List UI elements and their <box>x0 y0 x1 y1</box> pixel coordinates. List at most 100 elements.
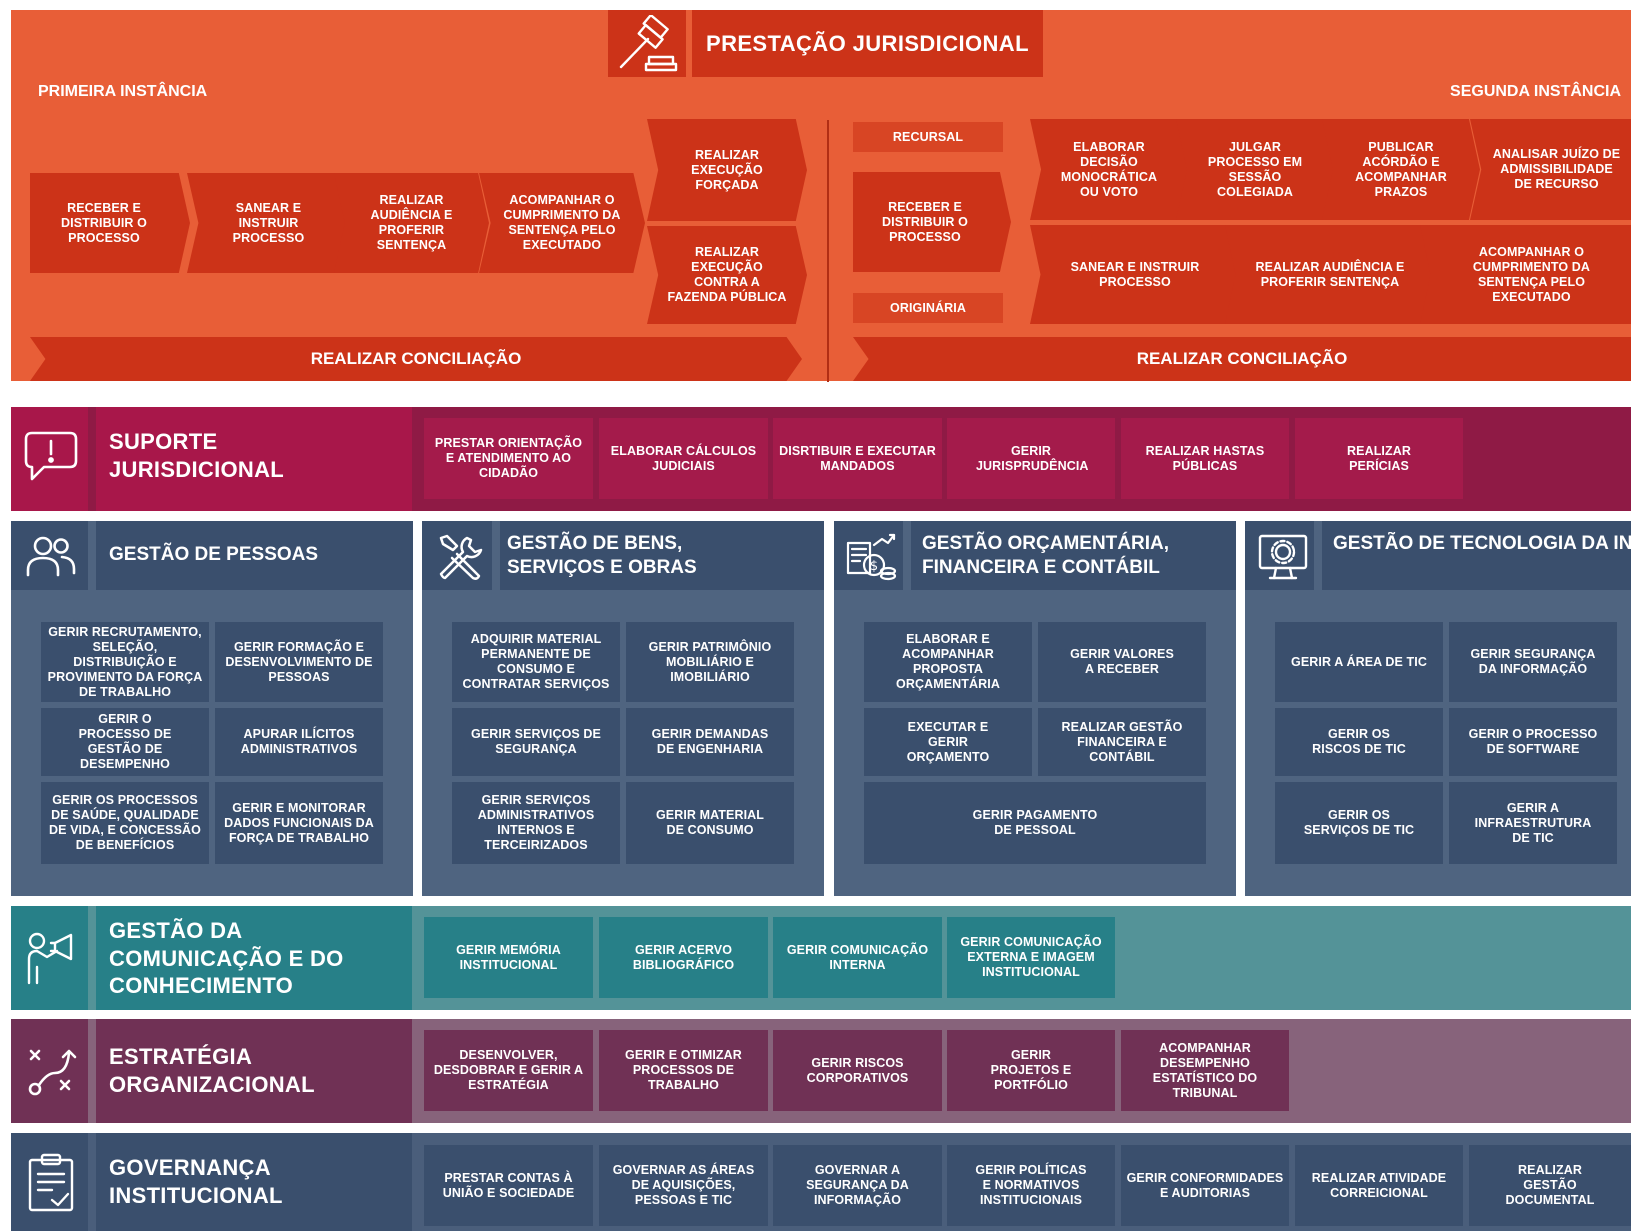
primeira-instancia-label: PRIMEIRA INSTÂNCIA <box>38 83 208 100</box>
process-item[interactable]: GERIR FORMAÇÃO E DESENVOLVIMENTO DE PESS… <box>215 622 383 702</box>
process-item-label: GERIR SEGURANÇA DA INFORMAÇÃO <box>1470 647 1596 676</box>
process-item[interactable]: GERIR E MONITORAR DADOS FUNCIONAIS DA FO… <box>215 782 383 864</box>
process-item-label: GERIR OS PROCESSOS DE SAÚDE, QUALIDADE D… <box>48 793 202 852</box>
process-item[interactable]: ACOMPANHAR DESEMPENHO ESTATÍSTICO DO TRI… <box>1121 1030 1289 1111</box>
chevron-step[interactable]: REALIZAR AUDIÊNCIA E PROFERIR SENTENÇA <box>334 173 489 273</box>
process-item[interactable]: GERIR A INFRAESTRUTURA DE TIC <box>1449 782 1617 864</box>
chevron-step[interactable]: SANEAR E INSTRUIR PROCESSO <box>187 173 350 273</box>
process-item[interactable]: GERIR VALORES A RECEBER <box>1038 622 1206 702</box>
process-item[interactable]: GERIR JURISPRUDÊNCIA <box>947 418 1115 499</box>
chevron-step[interactable]: ELABORAR DECISÃO MONOCRÁTICA OU VOTO <box>1030 119 1188 220</box>
process-item[interactable]: PRESTAR ORIENTAÇÃO E ATENDIMENTO AO CIDA… <box>424 418 593 499</box>
comunicacao-header <box>11 906 412 1010</box>
process-item[interactable]: EXECUTAR E GERIR ORÇAMENTO <box>864 708 1032 776</box>
process-item[interactable]: PRESTAR CONTAS À UNIÃO E SOCIEDADE <box>424 1145 593 1226</box>
process-item[interactable]: DESENVOLVER, DESDOBRAR E GERIR A ESTRATÉ… <box>424 1030 593 1111</box>
process-item-label: DISRTIBUIR E EXECUTAR MANDADOS <box>779 443 936 473</box>
process-item[interactable]: GERIR MATERIAL DE CONSUMO <box>626 782 794 864</box>
process-item[interactable]: GERIR ACERVO BIBLIOGRÁFICO <box>599 917 768 998</box>
process-item-label: GERIR CONFORMIDADES E AUDITORIAS <box>1126 1170 1284 1200</box>
svg-text:$: $ <box>870 559 878 574</box>
process-item[interactable]: GERIR RECRUTAMENTO, SELEÇÃO, DISTRIBUIÇÃ… <box>41 622 209 702</box>
process-item[interactable]: ADQUIRIR MATERIAL PERMANENTE DE CONSUMO … <box>452 622 620 702</box>
process-item[interactable]: GERIR DEMANDAS DE ENGENHARIA <box>626 708 794 776</box>
chevron-step-label: REALIZAR AUDIÊNCIA E PROFERIR SENTENÇA <box>370 193 453 252</box>
process-item[interactable]: GERIR COMUNICAÇÃO INTERNA <box>773 917 942 998</box>
process-item[interactable]: GERIR MEMÓRIA INSTITUCIONAL <box>424 917 593 998</box>
process-item-label: GERIR POLÍTICAS E NORMATIVOS INSTITUCION… <box>975 1163 1087 1207</box>
process-item[interactable]: GERIR O PROCESSO DE GESTÃO DE DESEMPENHO <box>41 708 209 776</box>
process-item-label: ELABORAR CÁLCULOS JUDICIAIS <box>610 443 757 473</box>
process-item[interactable]: GERIR PAGAMENTO DE PESSOAL <box>864 782 1206 864</box>
process-item-label: REALIZAR GESTÃO FINANCEIRA E CONTÁBIL <box>1061 719 1183 764</box>
process-item[interactable]: GERIR OS PROCESSOS DE SAÚDE, QUALIDADE D… <box>41 782 209 864</box>
process-item[interactable]: GERIR SEGURANÇA DA INFORMAÇÃO <box>1449 622 1617 702</box>
process-item[interactable]: REALIZAR ATIVIDADE CORREICIONAL <box>1295 1145 1463 1226</box>
suporte-title: SUPORTE JURISDICIONAL <box>109 429 285 482</box>
process-item-label: PRESTAR CONTAS À UNIÃO E SOCIEDADE <box>442 1170 575 1200</box>
chevron-step-execucao-fazenda[interactable]: REALIZAR EXECUÇÃO CONTRA A FAZENDA PÚBLI… <box>647 226 807 324</box>
estrategia-header <box>11 1019 412 1123</box>
conciliacao-bar-left[interactable]: REALIZAR CONCILIAÇÃO <box>30 337 802 381</box>
chevron-step[interactable]: RECEBER E DISTRIBUIR O PROCESSO <box>30 173 190 273</box>
chevron-step[interactable]: ANALISAR JUÍZO DE ADMISSIBILIDADE DE REC… <box>1470 119 1631 220</box>
process-item[interactable]: GERIR RISCOS CORPORATIVOS <box>773 1030 942 1111</box>
process-item[interactable]: ELABORAR E ACOMPANHAR PROPOSTA ORÇAMENTÁ… <box>864 622 1032 702</box>
process-item[interactable]: GOVERNAR AS ÁREAS DE AQUISIÇÕES, PESSOAS… <box>599 1145 768 1226</box>
chevron-step[interactable]: PUBLICAR ACÓRDÃO E ACOMPANHAR PRAZOS <box>1322 119 1480 220</box>
chevron-step-label: SANEAR E INSTRUIR PROCESSO <box>232 200 305 245</box>
process-item-label: GERIR OS SERVIÇOS DE TIC <box>1303 808 1415 837</box>
process-item-label: PRESTAR ORIENTAÇÃO E ATENDIMENTO AO CIDA… <box>434 436 583 480</box>
process-item[interactable]: GERIR PATRIMÔNIO MOBILIÁRIO E IMOBILIÁRI… <box>626 622 794 702</box>
process-item[interactable]: GERIR E OTIMIZAR PROCESSOS DE TRABALHO <box>599 1030 768 1111</box>
chevron-step[interactable]: JULGAR PROCESSO EM SESSÃO COLEGIADA <box>1176 119 1334 220</box>
process-item-label: REALIZAR GESTÃO DOCUMENTAL <box>1505 1163 1595 1207</box>
strategy-path-icon <box>20 1040 82 1102</box>
chevron-step[interactable]: RECEBER E DISTRIBUIR O PROCESSO <box>853 172 1011 272</box>
chevron-step[interactable]: ACOMPANHAR O CUMPRIMENTO DA SENTENÇA PEL… <box>1420 225 1631 324</box>
alert-speech-bubble-icon <box>20 425 82 487</box>
process-item-label: GOVERNAR AS ÁREAS DE AQUISIÇÕES, PESSOAS… <box>612 1163 755 1207</box>
process-item[interactable]: APURAR ILÍCITOS ADMINISTRATIVOS <box>215 708 383 776</box>
process-item[interactable]: REALIZAR GESTÃO DOCUMENTAL <box>1469 1145 1631 1226</box>
chevron-step[interactable]: REALIZAR AUDIÊNCIA E PROFERIR SENTENÇA <box>1225 225 1435 324</box>
process-item-label: GERIR E MONITORAR DADOS FUNCIONAIS DA FO… <box>224 800 374 845</box>
chevron-step[interactable]: SANEAR E INSTRUIR PROCESSO <box>1030 225 1240 324</box>
process-item[interactable]: GOVERNAR A SEGURANÇA DA INFORMAÇÃO <box>773 1145 942 1226</box>
chevron-step-label: ELABORAR DECISÃO MONOCRÁTICA OU VOTO <box>1060 139 1158 199</box>
conciliacao-bar-right[interactable]: REALIZAR CONCILIAÇÃO <box>853 337 1631 381</box>
chevron-step[interactable]: ACOMPANHAR O CUMPRIMENTO DA SENTENÇA PEL… <box>479 173 645 273</box>
process-item-label: DESENVOLVER, DESDOBRAR E GERIR A ESTRATÉ… <box>433 1048 584 1092</box>
process-item[interactable]: REALIZAR HASTAS PÚBLICAS <box>1121 418 1289 499</box>
process-item-label: GERIR FORMAÇÃO E DESENVOLVIMENTO DE PESS… <box>225 639 373 684</box>
process-item-label: GERIR O PROCESSO DE SOFTWARE <box>1468 727 1598 756</box>
process-item[interactable]: GERIR CONFORMIDADES E AUDITORIAS <box>1121 1145 1289 1226</box>
page-title: PRESTAÇÃO JURISDICIONAL <box>692 10 1043 77</box>
chevron-step-label: SANEAR E INSTRUIR PROCESSO <box>1070 259 1200 289</box>
section-divider <box>88 906 96 1010</box>
chevron-step-label: RECEBER E DISTRIBUIR O PROCESSO <box>61 200 147 245</box>
gestao-bens-header <box>422 521 824 590</box>
process-item-label: GERIR COMUNICAÇÃO INTERNA <box>786 942 929 972</box>
process-item[interactable]: GERIR COMUNICAÇÃO EXTERNA E IMAGEM INSTI… <box>947 917 1115 998</box>
process-item[interactable]: GERIR A ÁREA DE TIC <box>1275 622 1443 702</box>
process-item-label: ADQUIRIR MATERIAL PERMANENTE DE CONSUMO … <box>462 632 610 691</box>
process-item[interactable]: REALIZAR PERÍCIAS <box>1295 418 1463 499</box>
section-divider <box>88 407 96 511</box>
process-item[interactable]: GERIR OS SERVIÇOS DE TIC <box>1275 782 1443 864</box>
chevron-step-label: REALIZAR AUDIÊNCIA E PROFERIR SENTENÇA <box>1255 259 1405 289</box>
chevron-step-execucao-forcada[interactable]: REALIZAR EXECUÇÃO FORÇADA <box>647 119 807 221</box>
process-item[interactable]: GERIR O PROCESSO DE SOFTWARE <box>1449 708 1617 776</box>
process-item[interactable]: REALIZAR GESTÃO FINANCEIRA E CONTÁBIL <box>1038 708 1206 776</box>
process-item[interactable]: GERIR SERVIÇOS ADMINISTRATIVOS INTERNOS … <box>452 782 620 864</box>
process-item[interactable]: GERIR OS RISCOS DE TIC <box>1275 708 1443 776</box>
process-item[interactable]: ELABORAR CÁLCULOS JUDICIAIS <box>599 418 768 499</box>
process-item-label: GOVERNAR A SEGURANÇA DA INFORMAÇÃO <box>806 1163 909 1207</box>
gestao-pessoas-title: GESTÃO DE PESSOAS <box>109 544 319 565</box>
gestao-orc-header <box>834 521 1236 590</box>
process-item[interactable]: DISRTIBUIR E EXECUTAR MANDADOS <box>773 418 942 499</box>
process-item[interactable]: GERIR POLÍTICAS E NORMATIVOS INSTITUCION… <box>947 1145 1115 1226</box>
process-item[interactable]: GERIR SERVIÇOS DE SEGURANÇA <box>452 708 620 776</box>
process-item-label: APURAR ILÍCITOS ADMINISTRATIVOS <box>240 727 358 756</box>
process-item[interactable]: GERIR PROJETOS E PORTFÓLIO <box>947 1030 1115 1111</box>
